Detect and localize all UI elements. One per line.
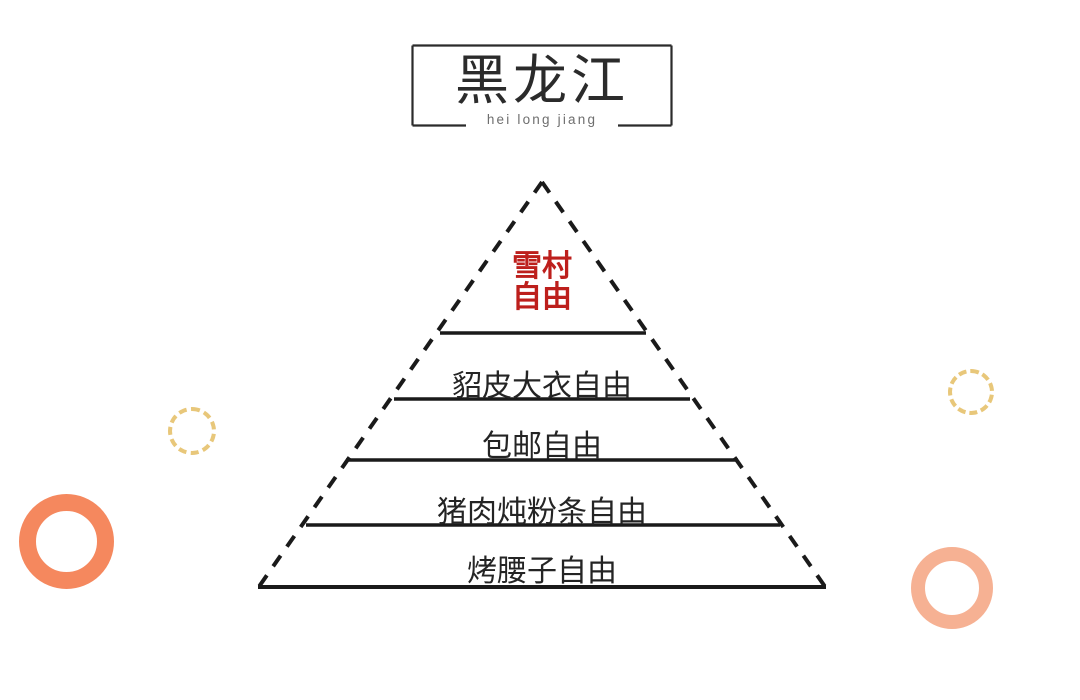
pyramid-right-edge: [540, 180, 828, 590]
title-frame-icon: [411, 44, 673, 127]
ring-orange-large-icon: [19, 494, 114, 589]
page-title: 黑龙江: [455, 49, 629, 112]
ring-gold-right-icon: [948, 369, 994, 415]
ring-gold-left-icon: [168, 407, 216, 455]
pyramid-tier-4-label: 猪肉炖粉条自由: [437, 495, 647, 530]
title-block: 黑龙江 hei long jiang: [411, 44, 673, 127]
pyramid-tier-1-line-1: 雪村: [512, 249, 572, 284]
pyramid-tier-1-label: 雪村 自由: [442, 249, 642, 315]
pyramid-tier-1-line-2: 自由: [512, 279, 572, 315]
pyramid-tier-2-label: 貂皮大衣自由: [452, 369, 632, 404]
pyramid-left-edge: [256, 180, 544, 590]
title-pinyin: hei long jiang: [486, 112, 598, 127]
pyramid-tier-3-label: 包邮自由: [482, 429, 602, 464]
ring-peach-right-icon: [911, 547, 993, 629]
pyramid-tier-5-label: 烤腰子自由: [467, 554, 617, 589]
